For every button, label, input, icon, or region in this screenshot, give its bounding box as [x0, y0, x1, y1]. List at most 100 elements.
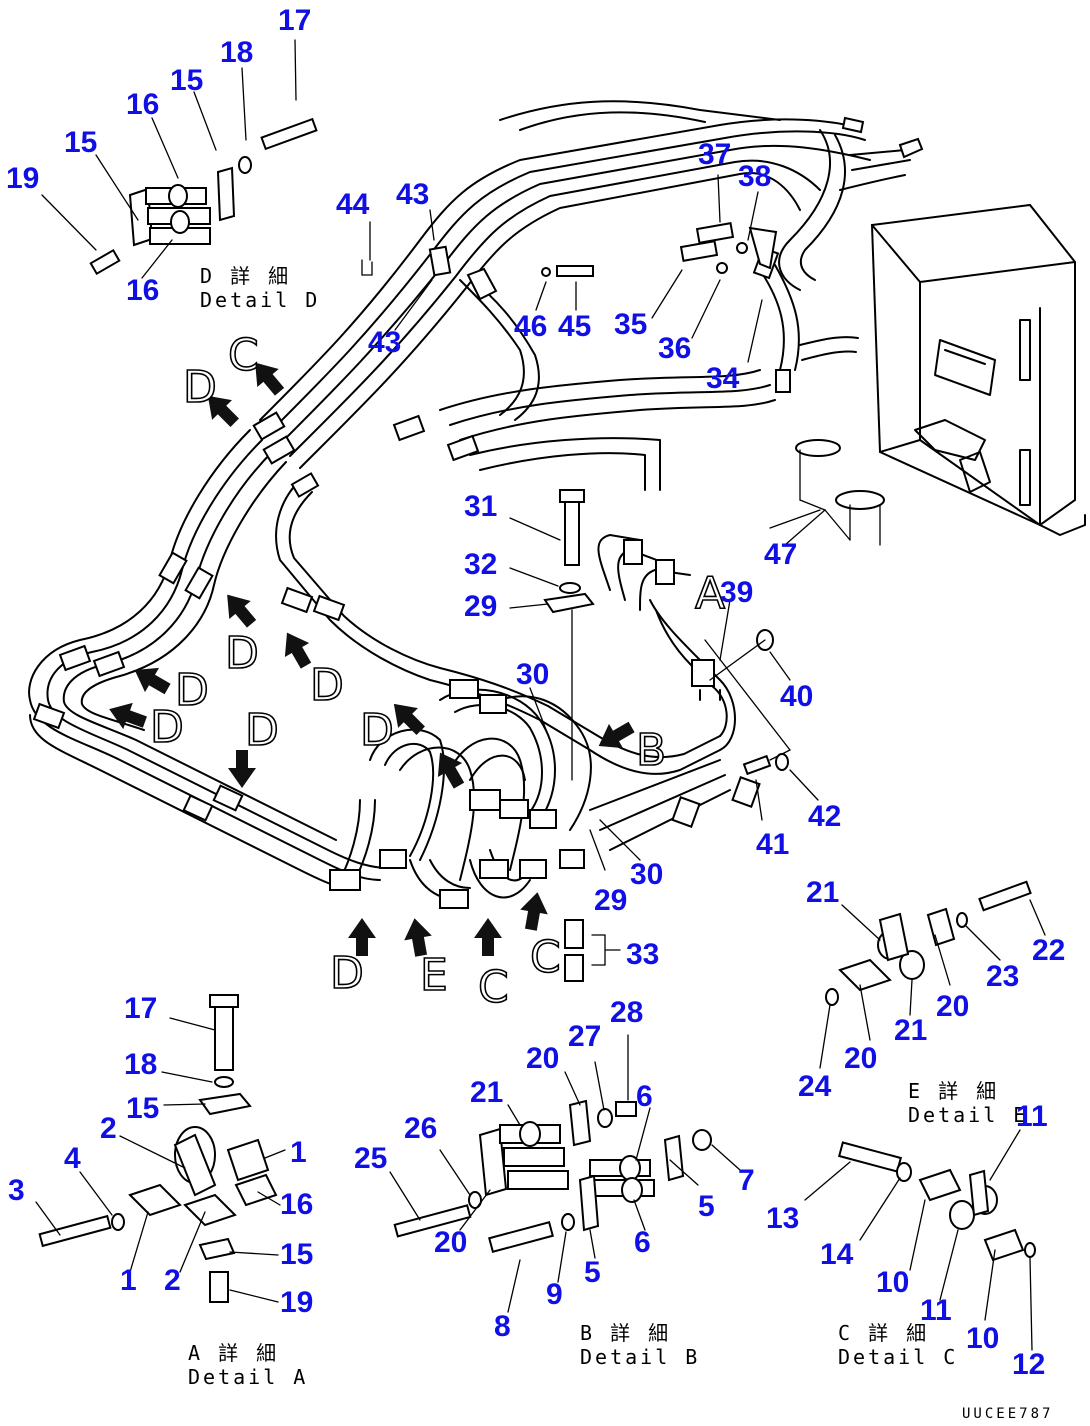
callout-8: 8 — [494, 1310, 511, 1343]
callout-4: 4 — [64, 1142, 81, 1175]
upper-harness-bundle — [259, 100, 924, 491]
callout-12: 12 — [1012, 1348, 1045, 1381]
callout-20: 20 — [526, 1042, 559, 1075]
callout-15: 15 — [280, 1238, 313, 1271]
callout-44: 44 — [336, 188, 370, 221]
callout-7: 7 — [738, 1164, 755, 1197]
callout-24: 24 — [798, 1070, 832, 1103]
callout-10: 10 — [876, 1266, 909, 1299]
callout-21: 21 — [894, 1014, 927, 1047]
detail-b-drawing — [393, 1099, 712, 1254]
callout-11: 11 — [1016, 1100, 1048, 1133]
leader-lines — [35, 39, 1046, 1351]
callout-19: 19 — [280, 1286, 313, 1319]
callout-14: 14 — [820, 1238, 854, 1271]
callout-39: 39 — [720, 576, 753, 609]
callout-32: 32 — [464, 548, 497, 581]
callout-16: 16 — [126, 274, 159, 307]
callout-29: 29 — [464, 590, 497, 623]
detail-c-caption-jp: C 詳 細 — [838, 1321, 929, 1345]
view-letter-d: D — [310, 660, 344, 711]
view-letter-d: D — [175, 665, 209, 716]
callout-6: 6 — [636, 1080, 653, 1113]
callout-37: 37 — [698, 138, 731, 171]
main-harness-loop — [28, 429, 736, 891]
callout-1: 1 — [120, 1264, 137, 1297]
callout-36: 36 — [658, 332, 691, 365]
view-letter-d: D — [245, 705, 279, 756]
detail-b-caption-en: Detail B — [580, 1345, 700, 1369]
detail-a-caption-jp: A 詳 細 — [188, 1341, 279, 1365]
callout-41: 41 — [756, 828, 789, 861]
detail-c-drawing — [837, 1141, 1036, 1262]
callout-45: 45 — [558, 310, 591, 343]
detail-b-caption-jp: B 詳 細 — [580, 1321, 671, 1345]
callout-30: 30 — [630, 858, 663, 891]
detail-c-caption-en: Detail C — [838, 1345, 958, 1369]
callout-28: 28 — [610, 996, 643, 1029]
centre-bolt-assembly — [543, 489, 621, 982]
callout-27: 27 — [568, 1020, 601, 1053]
detail-e-drawing — [825, 880, 1032, 1006]
callout-13: 13 — [766, 1202, 799, 1235]
callout-17: 17 — [124, 992, 157, 1025]
detail-captions: D 詳 細 Detail D A 詳 細 Detail A B 詳 細 Deta… — [188, 264, 1053, 1422]
callout-25: 25 — [354, 1142, 387, 1175]
upper-small-parts — [361, 221, 778, 277]
detail-a-caption-en: Detail A — [188, 1365, 308, 1389]
control-box — [784, 203, 1086, 546]
callout-20: 20 — [844, 1042, 877, 1075]
callout-16: 16 — [280, 1188, 313, 1221]
callout-1: 1 — [290, 1136, 307, 1169]
view-letter-e: E — [420, 950, 448, 1001]
view-letter-d: D — [225, 628, 259, 679]
view-letter-d: D — [150, 702, 184, 753]
callout-30: 30 — [516, 658, 549, 691]
view-letter-labels: D C D D D D D D B D E C C A — [149, 329, 726, 1014]
detail-e-caption-en: Detail E — [908, 1103, 1028, 1127]
callout-5: 5 — [584, 1256, 601, 1289]
view-letter-c: C — [478, 962, 509, 1013]
detail-d-caption-jp: D 詳 細 — [200, 264, 291, 288]
callout-5: 5 — [698, 1190, 715, 1223]
callout-15: 15 — [126, 1092, 159, 1125]
callout-15: 15 — [170, 64, 203, 97]
right-bolt-parts — [704, 629, 791, 776]
callout-46: 46 — [514, 310, 547, 343]
callout-2: 2 — [100, 1112, 117, 1145]
callout-11: 11 — [920, 1294, 952, 1327]
callout-16: 16 — [126, 88, 159, 121]
callout-20: 20 — [936, 990, 969, 1023]
callout-15: 15 — [64, 126, 97, 159]
callout-19: 19 — [6, 162, 39, 195]
detail-d-caption-en: Detail D — [200, 288, 320, 312]
callout-33: 33 — [626, 938, 659, 971]
detail-a-drawing — [38, 994, 278, 1303]
callout-38: 38 — [738, 160, 771, 193]
callout-47: 47 — [764, 538, 797, 571]
callout-35: 35 — [614, 308, 647, 341]
callout-numbers: 17 18 15 16 15 19 16 44 43 43 46 45 35 3… — [6, 4, 1065, 1381]
callout-20: 20 — [434, 1226, 467, 1259]
view-arrows — [109, 362, 635, 957]
callout-23: 23 — [986, 960, 1019, 993]
callout-34: 34 — [706, 362, 740, 395]
callout-22: 22 — [1032, 934, 1065, 967]
callout-18: 18 — [124, 1048, 157, 1081]
drawing-code: UUCEE787 — [962, 1406, 1053, 1422]
callout-43: 43 — [368, 326, 401, 359]
view-letter-c: C — [228, 330, 259, 381]
callout-2: 2 — [164, 1264, 181, 1297]
callout-6: 6 — [634, 1226, 651, 1259]
callout-18: 18 — [220, 36, 253, 69]
callout-3: 3 — [8, 1174, 25, 1207]
view-letter-d: D — [183, 362, 217, 413]
callout-17: 17 — [278, 4, 311, 37]
callout-31: 31 — [464, 490, 497, 523]
view-letter-b: B — [636, 725, 666, 776]
hose-cluster — [329, 679, 592, 909]
callout-21: 21 — [806, 876, 839, 909]
view-letter-a: A — [695, 568, 725, 619]
